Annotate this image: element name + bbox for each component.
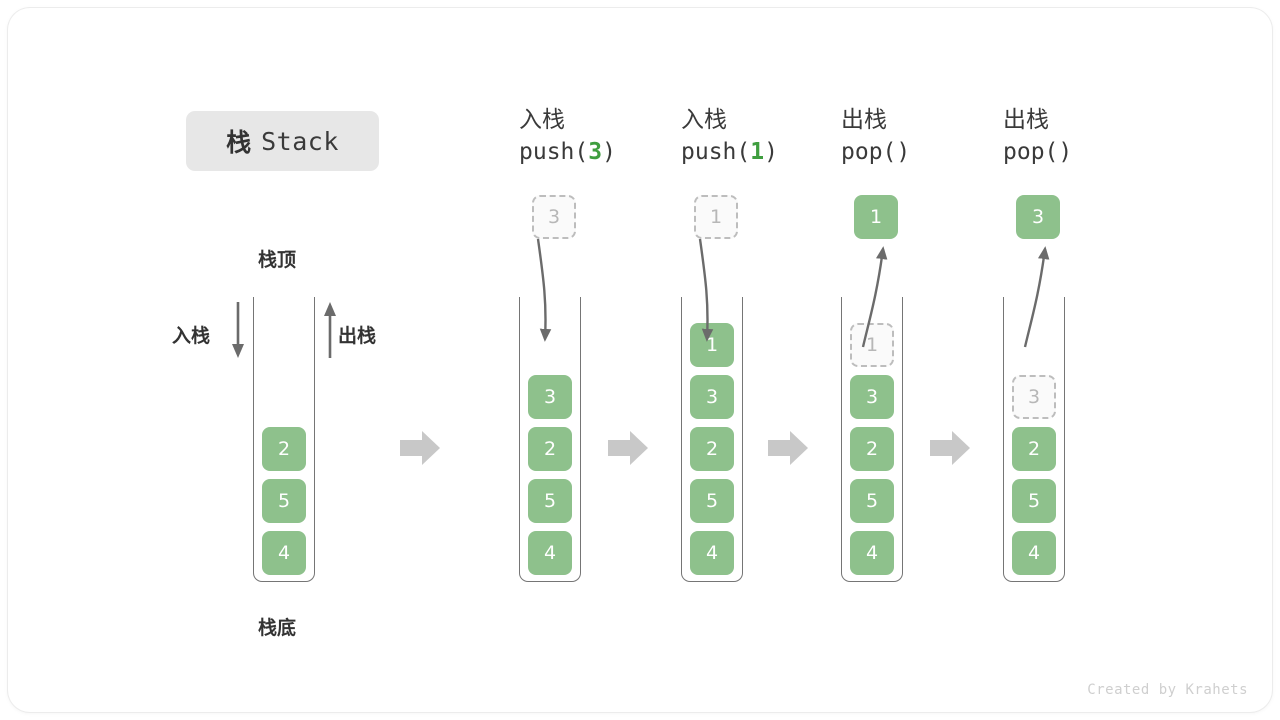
title-label-cn: 栈 [226, 128, 252, 157]
stack-cell: 3 [690, 375, 734, 419]
stack-cell: 2 [1012, 427, 1056, 471]
column-operation-label: 出栈 [841, 107, 887, 133]
stack-cell: 5 [690, 479, 734, 523]
title-label-en: Stack [261, 126, 339, 156]
stack-cell: 2 [528, 427, 572, 471]
call-argument: 3 [588, 139, 603, 165]
column-header-1: 入栈 push(3) [519, 105, 699, 169]
incoming-element: 3 [532, 195, 576, 239]
incoming-element: 1 [694, 195, 738, 239]
stack-cell: 3 [528, 375, 572, 419]
stack-container [681, 297, 743, 582]
column-call-signature: pop() [1003, 139, 1073, 165]
column-header-4: 出栈 pop() [1003, 105, 1183, 169]
stack-cell: 4 [528, 531, 572, 575]
stack-bottom-label: 栈底 [258, 617, 297, 639]
stack-cell: 5 [850, 479, 894, 523]
operation-column-3: 1 3 2 5 4 [841, 297, 903, 582]
initial-stack-column: 2 5 4 [253, 297, 315, 582]
pop-direction-arrow [324, 302, 336, 358]
column-operation-label: 入栈 [519, 107, 565, 133]
stack-cell: 4 [1012, 531, 1056, 575]
credit-text: Created by Krahets [1087, 682, 1248, 698]
stack-cell: 4 [850, 531, 894, 575]
push-motion-arrow [536, 238, 552, 342]
stack-container [519, 297, 581, 582]
transition-arrow-2 [608, 431, 648, 465]
stack-cell: 2 [690, 427, 734, 471]
stack-cell: 5 [262, 479, 306, 523]
stack-cell: 4 [262, 531, 306, 575]
push-motion-arrow [698, 238, 714, 342]
pop-motion-arrow [861, 246, 888, 348]
popped-element: 1 [854, 195, 898, 239]
column-header-3: 出栈 pop() [841, 105, 1021, 169]
stack-container [841, 297, 903, 582]
column-call-signature: pop() [841, 139, 911, 165]
push-direction-arrow [232, 302, 244, 358]
transition-arrow-3 [768, 431, 808, 465]
title-badge: 栈 Stack [186, 111, 379, 171]
stack-cell: 2 [850, 427, 894, 471]
stack-cell: 4 [690, 531, 734, 575]
call-argument: 1 [750, 139, 765, 165]
column-call-signature: push(1) [681, 139, 778, 165]
transition-arrow-1 [400, 431, 440, 465]
operation-column-4: 3 2 5 4 [1003, 297, 1065, 582]
stack-container [1003, 297, 1065, 582]
column-operation-label: 出栈 [1003, 107, 1049, 133]
transition-arrow-4 [930, 431, 970, 465]
stack-cell: 2 [262, 427, 306, 471]
pop-motion-arrow [1023, 246, 1050, 348]
stack-cell-ghost: 1 [850, 323, 894, 367]
stack-cell: 5 [1012, 479, 1056, 523]
push-direction-label: 入栈 [172, 325, 211, 347]
stack-top-label: 栈顶 [258, 249, 297, 271]
column-call-signature: push(3) [519, 139, 616, 165]
popped-element: 3 [1016, 195, 1060, 239]
pop-direction-label: 出栈 [338, 325, 377, 347]
stack-cell-ghost: 3 [1012, 375, 1056, 419]
stack-container [253, 297, 315, 582]
column-operation-label: 入栈 [681, 107, 727, 133]
column-header-2: 入栈 push(1) [681, 105, 861, 169]
stack-cell: 5 [528, 479, 572, 523]
stack-cell: 3 [850, 375, 894, 419]
operation-column-1: 3 2 5 4 [519, 297, 581, 582]
